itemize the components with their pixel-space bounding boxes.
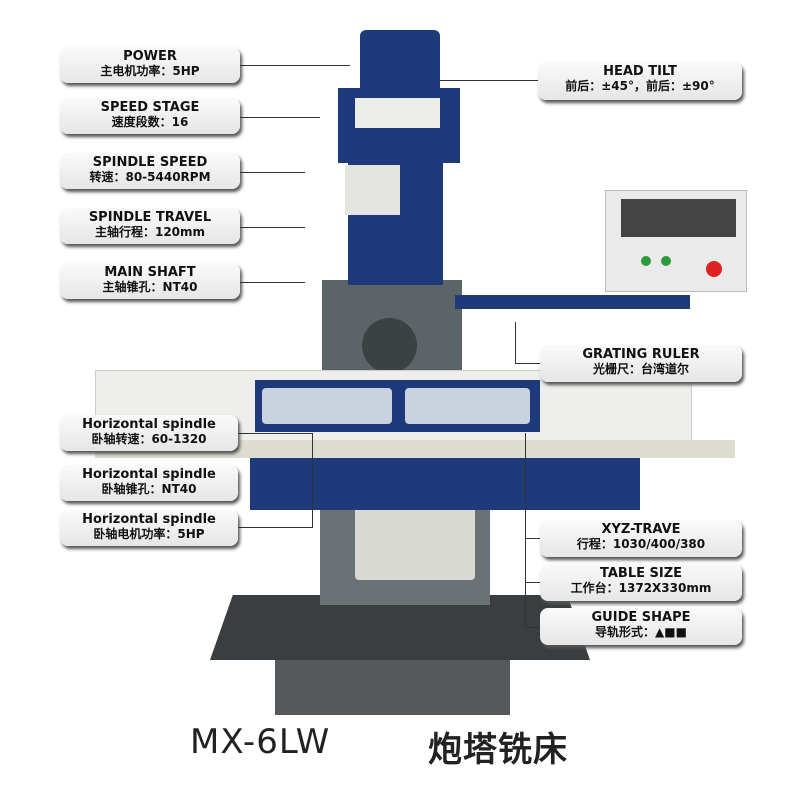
leader-line bbox=[240, 117, 320, 118]
head-plate bbox=[355, 98, 440, 128]
knee-motor bbox=[355, 505, 475, 580]
control-arm bbox=[455, 295, 690, 309]
leader-line bbox=[240, 172, 305, 173]
leader-line bbox=[515, 363, 540, 364]
guard-window-right bbox=[405, 388, 530, 424]
quill-panel bbox=[345, 165, 400, 215]
motor bbox=[360, 30, 440, 92]
leader-line bbox=[525, 433, 526, 628]
leader-line bbox=[240, 227, 305, 228]
base-foot bbox=[275, 655, 510, 715]
leader-line bbox=[238, 527, 313, 528]
emergency-stop-button[interactable] bbox=[706, 261, 722, 277]
leader-line bbox=[240, 282, 305, 283]
green-button[interactable] bbox=[641, 256, 651, 266]
table-rail bbox=[95, 440, 735, 458]
leader-line bbox=[312, 433, 313, 528]
leader-line bbox=[525, 627, 540, 628]
guard-window-left bbox=[262, 388, 392, 424]
leader-line bbox=[440, 80, 538, 81]
model-name: MX-6LW bbox=[190, 722, 331, 762]
leader-line bbox=[240, 65, 350, 66]
green-button[interactable] bbox=[661, 256, 671, 266]
dro-control-panel bbox=[605, 190, 747, 292]
leader-line bbox=[525, 538, 540, 539]
leader-line bbox=[238, 433, 313, 434]
dro-display bbox=[621, 199, 736, 237]
column-flange bbox=[362, 318, 417, 373]
product-name: 炮塔铣床 bbox=[428, 730, 568, 770]
leader-line bbox=[525, 582, 540, 583]
leader-line bbox=[515, 322, 516, 364]
